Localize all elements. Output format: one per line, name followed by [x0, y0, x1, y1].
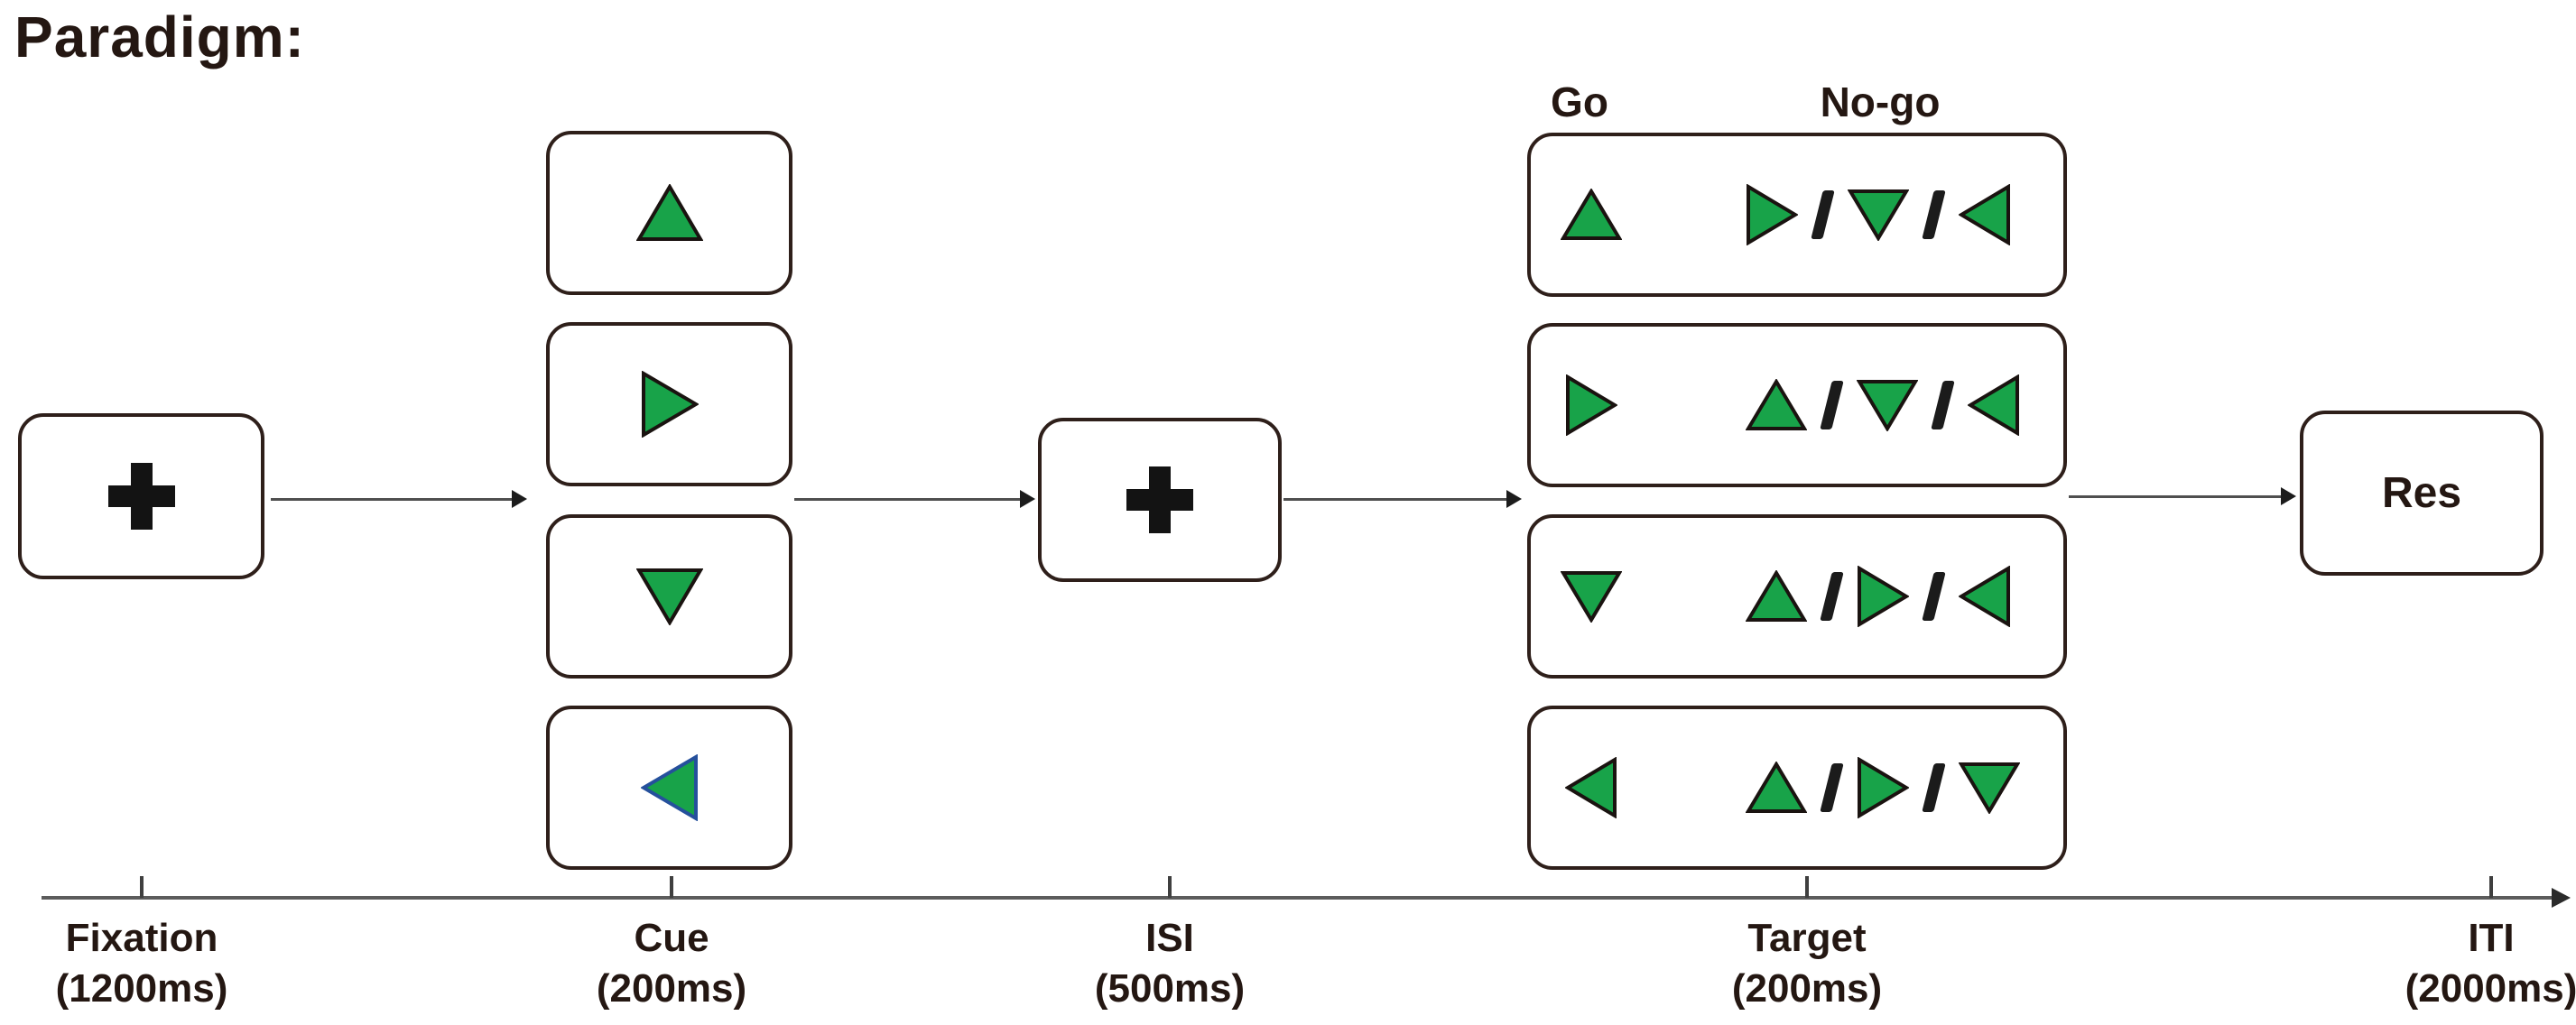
triangle-down-icon: [1959, 762, 2020, 814]
target-go-stimulus: [1558, 327, 1625, 484]
triangle-up-icon: [635, 184, 703, 241]
slash-separator-icon: [1922, 572, 1946, 621]
timeline-stage-name: Fixation: [65, 916, 218, 960]
timeline-label-iti: ITI (2000ms): [2293, 913, 2576, 1014]
flow-arrow-line-4: [2069, 495, 2281, 498]
slash-separator-icon: [1922, 763, 1946, 812]
slash-separator-icon: [1820, 572, 1844, 621]
triangle-down-icon: [1561, 571, 1622, 623]
triangle-up-icon: [1746, 379, 1807, 430]
cue-box-left: [546, 706, 792, 870]
flow-arrow-line-3: [1283, 498, 1506, 501]
target-box-go-left: [1527, 706, 2067, 870]
slash-separator-icon: [1820, 381, 1844, 429]
diagram-title: Paradigm:: [14, 5, 305, 69]
triangle-left-icon: [1565, 757, 1617, 818]
triangle-up-icon: [1746, 762, 1807, 813]
triangle-right-icon: [1858, 757, 1909, 818]
isi-box: [1038, 418, 1282, 582]
triangle-right-icon: [641, 371, 699, 438]
timeline-tick-target: [1805, 876, 1809, 898]
timeline-tick-iti: [2489, 876, 2493, 898]
response-box: Res: [2300, 411, 2544, 576]
triangle-right-icon: [1858, 566, 1909, 627]
timeline-stage-name: ISI: [1145, 916, 1194, 960]
timeline-stage-name: Target: [1747, 916, 1867, 960]
target-box-go-up: [1527, 133, 2067, 297]
triangle-right-icon: [1747, 184, 1798, 245]
response-label: Res: [2381, 469, 2462, 517]
fixation-cross-icon: [107, 463, 175, 530]
timeline-stage-duration: (200ms): [1731, 966, 1883, 1011]
slash-separator-icon: [1922, 190, 1946, 239]
timeline-stage-duration: (2000ms): [2405, 966, 2576, 1011]
slash-separator-icon: [1820, 763, 1844, 812]
flow-arrow-line-2: [794, 498, 1020, 501]
triangle-down-icon: [635, 568, 703, 625]
flow-arrow-head-1: [512, 490, 527, 508]
target-nogo-stimuli: [1746, 327, 2020, 484]
go-header-label: Go: [1551, 78, 1608, 125]
target-nogo-stimuli: [1746, 136, 2011, 293]
slash-separator-icon: [1811, 190, 1835, 239]
target-go-stimulus: [1558, 709, 1625, 866]
timeline-stage-duration: (500ms): [1094, 966, 1246, 1011]
cue-box-right: [546, 322, 792, 486]
timeline-tick-fixation: [140, 876, 144, 898]
triangle-down-icon: [1857, 380, 1918, 431]
timeline-axis: [42, 896, 2553, 900]
triangle-left-icon: [1959, 184, 2010, 245]
timeline-stage-name: Cue: [634, 916, 709, 960]
target-nogo-stimuli: [1746, 518, 2011, 675]
target-box-go-down: [1527, 514, 2067, 679]
timeline-label-fixation: Fixation (1200ms): [0, 913, 340, 1014]
flow-arrow-head-4: [2281, 487, 2296, 505]
nogo-header-label: No-go: [1820, 78, 1941, 125]
timeline-label-target: Target (200ms): [1608, 913, 2006, 1014]
triangle-right-icon: [1566, 374, 1617, 436]
target-nogo-stimuli: [1746, 709, 2020, 866]
triangle-up-icon: [1746, 570, 1807, 622]
timeline-stage-duration: (200ms): [596, 966, 747, 1011]
target-go-stimulus: [1558, 518, 1625, 675]
timeline-tick-isi: [1168, 876, 1172, 898]
fixation-cross-icon: [1126, 466, 1193, 533]
timeline-tick-cue: [670, 876, 673, 898]
slash-separator-icon: [1931, 381, 1955, 429]
flow-arrow-line-1: [271, 498, 512, 501]
flow-arrow-head-3: [1506, 490, 1522, 508]
triangle-left-icon: [640, 754, 698, 821]
cue-box-up: [546, 131, 792, 295]
triangle-down-icon: [1848, 189, 1909, 241]
target-box-go-right: [1527, 323, 2067, 487]
triangle-left-icon: [1959, 566, 2010, 627]
timeline-stage-duration: (1200ms): [55, 966, 228, 1011]
target-go-stimulus: [1558, 136, 1625, 293]
timeline-stage-name: ITI: [2468, 916, 2515, 960]
fixation-box: [18, 413, 264, 579]
timeline-label-cue: Cue (200ms): [473, 913, 870, 1014]
cue-box-down: [546, 514, 792, 679]
flow-arrow-head-2: [1020, 490, 1035, 508]
triangle-up-icon: [1561, 189, 1622, 240]
triangle-left-icon: [1968, 374, 2019, 436]
timeline-label-isi: ISI (500ms): [971, 913, 1368, 1014]
timeline-arrow-head-icon: [2552, 888, 2571, 908]
